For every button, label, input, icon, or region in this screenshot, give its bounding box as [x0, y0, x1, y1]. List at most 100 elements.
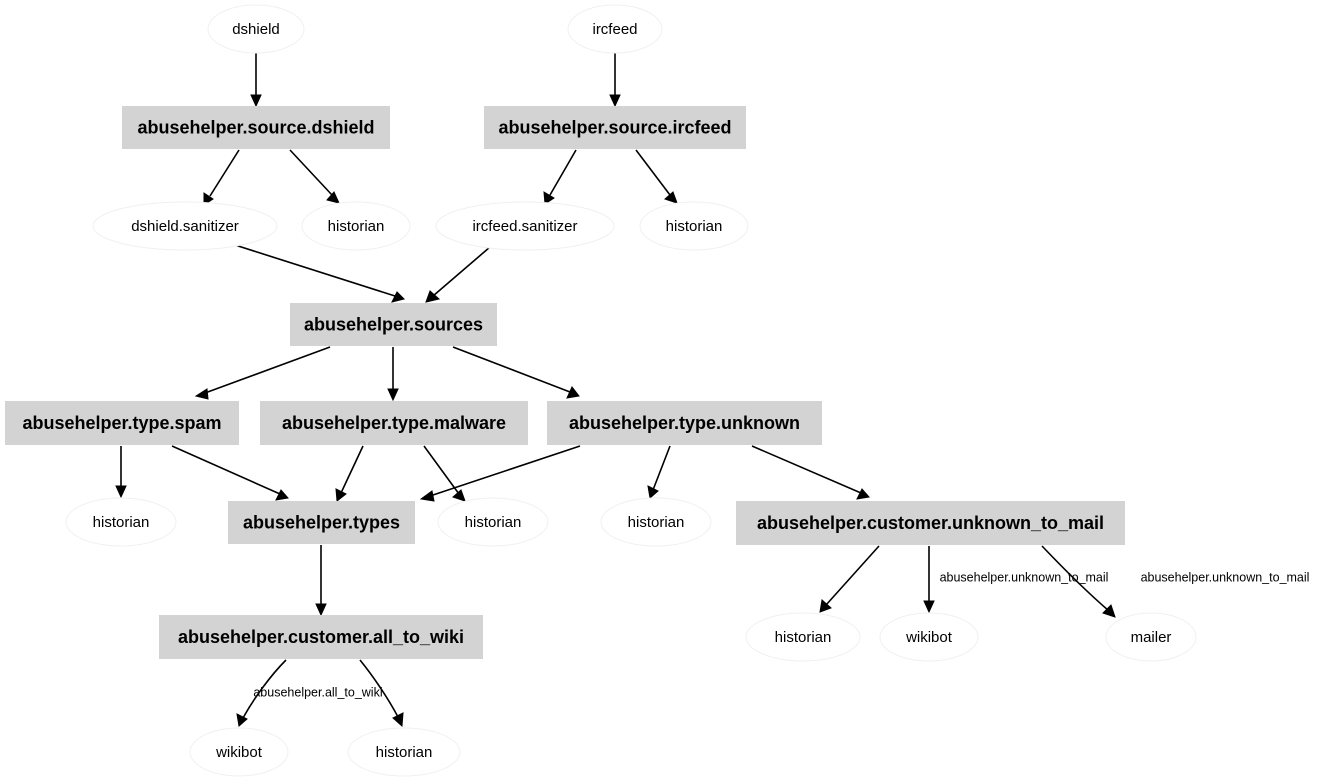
- node-dshield_sanitizer[interactable]: dshield.sanitizer: [92, 201, 278, 251]
- edge-line: [635, 149, 671, 196]
- node-shape-rect: [228, 501, 415, 544]
- node-hist_spam[interactable]: historian: [65, 497, 177, 547]
- arrowhead-icon: [115, 485, 127, 499]
- edge-line: [825, 545, 880, 606]
- node-hist_mail[interactable]: historian: [745, 612, 861, 662]
- node-label: abusehelper.type.spam: [22, 413, 221, 433]
- node-types[interactable]: abusehelper.types: [228, 501, 415, 544]
- node-shape-ellipse: [1105, 612, 1197, 662]
- node-cust_unknown_mail[interactable]: abusehelper.customer.unknown_to_mail: [736, 501, 1125, 545]
- arrowhead-icon: [664, 191, 678, 204]
- node-label: ircfeed.sanitizer: [472, 218, 577, 235]
- node-shape-ellipse: [301, 201, 411, 251]
- node-hist_unknown[interactable]: historian: [600, 497, 712, 547]
- node-ircfeed_sanitizer[interactable]: ircfeed.sanitizer: [435, 201, 615, 251]
- edge-type_unknown-to-cust_unknown_mail: [751, 445, 870, 500]
- node-shape-ellipse: [639, 201, 749, 251]
- node-shape-rect: [260, 401, 528, 445]
- edge-ircfeed-to-src_ircfeed: [609, 53, 621, 108]
- node-label: wikibot: [905, 629, 953, 646]
- node-label: abusehelper.source.ircfeed: [498, 117, 731, 137]
- node-label: abusehelper.type.malware: [282, 413, 506, 433]
- arrowhead-icon: [203, 192, 214, 206]
- edge-line: [242, 659, 287, 719]
- node-label: abusehelper.customer.unknown_to_mail: [757, 513, 1104, 533]
- edge-line: [429, 445, 581, 497]
- node-label: dshield: [232, 21, 280, 38]
- arrowhead-icon: [543, 191, 555, 205]
- node-hist_wiki[interactable]: historian: [347, 727, 461, 777]
- node-hist_dshield[interactable]: historian: [301, 201, 411, 251]
- node-shape-rect: [484, 106, 746, 149]
- arrowhead-icon: [387, 388, 399, 402]
- node-ircfeed[interactable]: ircfeed: [567, 4, 663, 54]
- node-mailer[interactable]: mailer: [1105, 612, 1197, 662]
- arrowhead-icon: [923, 600, 935, 614]
- node-label: historian: [93, 514, 150, 531]
- node-shape-ellipse: [189, 727, 289, 777]
- edge-label: abusehelper.unknown_to_mail: [1141, 570, 1310, 584]
- node-shape-ellipse: [347, 727, 461, 777]
- arrowhead-icon: [609, 94, 621, 108]
- node-shape-ellipse: [879, 612, 979, 662]
- node-hist_malware[interactable]: historian: [437, 497, 549, 547]
- arrowhead-icon: [391, 291, 405, 303]
- node-type_spam[interactable]: abusehelper.type.spam: [5, 401, 239, 445]
- edge-type_malware-to-hist_malware: [423, 445, 466, 502]
- edge-line: [1041, 545, 1110, 612]
- node-label: mailer: [1131, 629, 1172, 646]
- arrowhead-icon: [819, 599, 832, 613]
- node-label: historian: [666, 218, 723, 235]
- node-src_ircfeed[interactable]: abusehelper.source.ircfeed: [484, 106, 746, 149]
- node-label: ircfeed: [592, 21, 637, 38]
- edge-dshield-to-src_dshield: [250, 53, 262, 108]
- arrowhead-icon: [1102, 604, 1116, 618]
- node-label: historian: [328, 218, 385, 235]
- node-hist_ircfeed[interactable]: historian: [639, 201, 749, 251]
- edge-sources-to-type_unknown: [452, 346, 580, 399]
- edge-line: [549, 149, 577, 196]
- arrowhead-icon: [236, 713, 248, 727]
- edge-line: [359, 659, 399, 718]
- node-cust_all_to_wiki[interactable]: abusehelper.customer.all_to_wiki: [159, 615, 483, 659]
- edge-line: [652, 445, 671, 491]
- node-label: wikibot: [215, 744, 263, 761]
- node-label: dshield.sanitizer: [131, 218, 239, 235]
- node-wikibot_mail[interactable]: wikibot: [879, 612, 979, 662]
- node-type_malware[interactable]: abusehelper.type.malware: [260, 401, 528, 445]
- node-wikibot_wiki[interactable]: wikibot: [189, 727, 289, 777]
- arrowhead-icon: [250, 94, 262, 108]
- edge-src_dshield-to-dshield_sanitizer: [203, 149, 240, 206]
- edge-type_unknown-to-hist_unknown: [647, 445, 671, 499]
- edge-sources-to-type_malware: [387, 347, 399, 402]
- arrowhead-icon: [452, 489, 466, 502]
- edge-type_malware-to-types: [335, 445, 364, 502]
- edge-line: [171, 445, 281, 495]
- edge-line: [423, 445, 460, 495]
- node-shape-ellipse: [65, 497, 177, 547]
- node-dshield[interactable]: dshield: [207, 4, 305, 54]
- edges-layer: [115, 53, 1116, 728]
- node-sources[interactable]: abusehelper.sources: [290, 303, 497, 346]
- arrowhead-icon: [326, 191, 340, 204]
- node-label: abusehelper.sources: [304, 314, 483, 334]
- edge-label: abusehelper.all_to_wiki: [253, 685, 382, 699]
- edge-src_dshield-to-hist_dshield: [289, 149, 340, 204]
- arrowhead-icon: [566, 386, 580, 399]
- edge-cust_unknown_mail-to-wikibot_mail: [923, 546, 935, 614]
- node-src_dshield[interactable]: abusehelper.source.dshield: [122, 106, 390, 149]
- edge-cust_unknown_mail-to-hist_mail: [819, 545, 880, 613]
- node-shape-ellipse: [437, 497, 549, 547]
- node-type_unknown[interactable]: abusehelper.type.unknown: [547, 401, 822, 445]
- node-label: historian: [775, 629, 832, 646]
- node-label: abusehelper.source.dshield: [137, 117, 374, 137]
- edge-cust_unknown_mail-to-mailer: [1041, 545, 1116, 618]
- arrowhead-icon: [335, 488, 347, 502]
- node-label: historian: [465, 514, 522, 531]
- edge-line: [340, 445, 364, 494]
- arrowhead-icon: [647, 485, 659, 499]
- edge-cust_all_to_wiki-to-hist_wiki: [359, 659, 404, 728]
